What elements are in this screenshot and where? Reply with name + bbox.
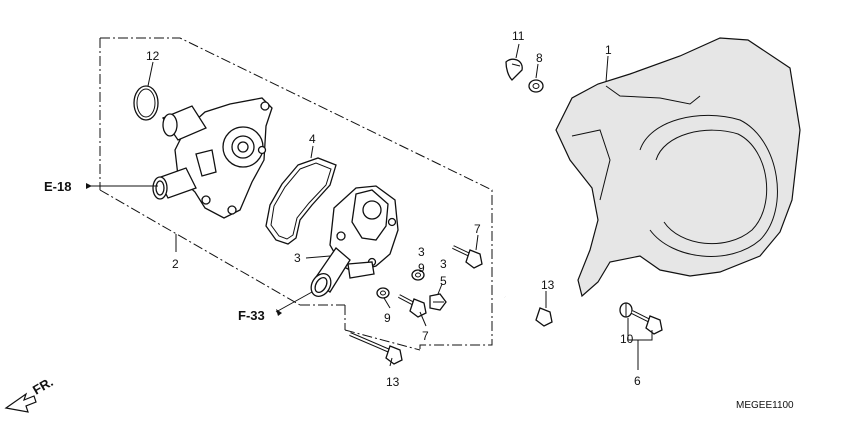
callout-10: 10 — [620, 332, 634, 346]
callout-4: 4 — [309, 132, 316, 146]
side-cover-1 — [555, 37, 801, 298]
callout-7b: 7 — [422, 329, 429, 343]
callout-13a: 13 — [541, 278, 555, 292]
f33-arrow-icon — [276, 309, 282, 316]
clip-11 — [505, 58, 523, 81]
reference-f33: F-33 — [238, 308, 265, 323]
callout-11: 11 — [512, 29, 525, 43]
water-pump-cover — [310, 185, 399, 297]
gasket-4-inner — [270, 162, 332, 240]
callout-2: 2 — [172, 257, 179, 271]
water-pump-assembly — [152, 97, 273, 219]
bolt-13-right — [504, 296, 553, 327]
bolt-6 — [631, 310, 663, 335]
diagram-code: MEGEE1100 — [736, 400, 794, 411]
callout-3a: 3 — [294, 251, 301, 265]
bolt-5 — [429, 293, 447, 311]
o-ring-12-inner — [136, 88, 156, 118]
washer-8 — [528, 79, 544, 93]
callout-9a: 9 — [418, 261, 425, 275]
callout-3c: 3 — [440, 257, 447, 271]
callout-9b: 9 — [384, 311, 391, 325]
callout-12: 12 — [146, 49, 160, 63]
collar-10 — [619, 302, 633, 318]
reference-e18: E-18 — [44, 179, 71, 194]
callout-6: 6 — [634, 374, 641, 388]
callout-8: 8 — [536, 51, 543, 65]
e18-arrow-icon — [86, 183, 92, 189]
gasket-4 — [265, 157, 337, 245]
o-ring-12 — [133, 85, 159, 121]
front-direction-label: FR. — [30, 374, 56, 397]
bolt-13-lower — [349, 332, 403, 365]
callout-3b: 3 — [418, 245, 425, 259]
leader-lines — [86, 43, 653, 370]
bolt-7-lower — [398, 294, 427, 318]
washer-9-lower — [376, 287, 390, 299]
bolt-7-upper — [452, 245, 483, 269]
front-direction-arrow-icon — [4, 392, 37, 413]
assembly-boundary — [99, 37, 493, 351]
callout-13b: 13 — [386, 375, 400, 389]
callout-1: 1 — [605, 43, 612, 57]
washer-9-upper — [411, 269, 425, 281]
callout-5: 5 — [440, 274, 447, 288]
callout-7a: 7 — [474, 222, 481, 236]
